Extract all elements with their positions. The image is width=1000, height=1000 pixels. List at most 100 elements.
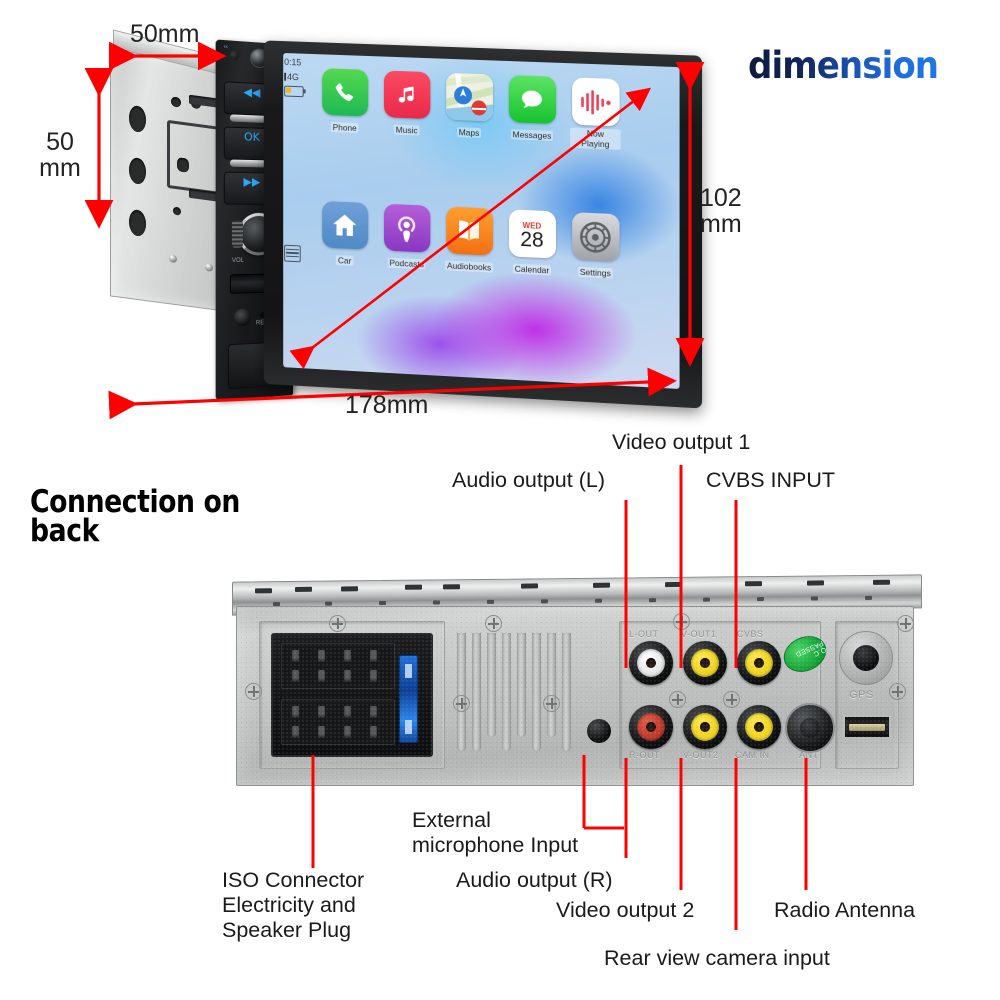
port-label-v-out2: V-OUT2 xyxy=(683,750,719,760)
app-label: Calendar xyxy=(512,263,552,276)
iso-row-a xyxy=(281,643,395,689)
qc-text: Q.C PASSED xyxy=(794,639,828,658)
app-row: Phone Music xyxy=(320,68,675,154)
callout-video-output-1: Video output 1 xyxy=(612,430,751,454)
status-network: 4G xyxy=(287,72,299,83)
signal-icon xyxy=(284,73,287,81)
app-label: Podcasts xyxy=(387,257,426,270)
app-label: Audiobooks xyxy=(445,260,494,273)
cage-bracket xyxy=(167,119,219,195)
iso-connector[interactable] xyxy=(271,633,433,757)
page-title: dimension xyxy=(748,44,939,87)
dimension-label-width: 50mm xyxy=(130,20,200,48)
app-messages[interactable]: Messages xyxy=(507,75,557,149)
chassis-screw xyxy=(453,695,470,712)
app-settings[interactable]: Settings xyxy=(570,212,620,281)
audio-output-right-jack[interactable] xyxy=(629,705,673,749)
menu-icon[interactable] xyxy=(284,244,301,262)
app-music[interactable]: Music xyxy=(382,70,431,144)
status-time: 0:15 xyxy=(284,56,302,68)
connection-heading: Connection on back xyxy=(30,484,240,550)
home-icon xyxy=(321,200,368,250)
callout-cvbs-input: CVBS INPUT xyxy=(706,468,836,492)
app-now-playing[interactable]: Now Playing xyxy=(570,77,621,151)
app-label: Music xyxy=(393,124,420,136)
dimension-label-depth: 50 mm xyxy=(39,128,81,182)
usb-port[interactable] xyxy=(843,715,891,739)
port-label-v-out1: V-OUT1 xyxy=(681,629,717,639)
message-bubble-icon xyxy=(508,75,556,124)
audio-output-left-jack[interactable] xyxy=(629,641,673,685)
rear-unit-photo: L-OUT V-OUT1 CVBS R-OUT V-OUT2 CAM IN AN… xyxy=(232,574,922,793)
callout-external-microphone: External microphone Input xyxy=(412,808,579,858)
gear-icon xyxy=(571,212,620,262)
chassis-screw xyxy=(897,615,914,632)
dimension-label-height: 102 mm xyxy=(700,184,742,238)
app-car[interactable]: Car xyxy=(320,200,369,269)
now-playing-icon xyxy=(571,77,620,127)
app-row: Car Podcasts xyxy=(320,200,675,284)
cage-hole xyxy=(129,156,146,186)
chassis-screw xyxy=(673,613,690,630)
callout-audio-output-r: Audio output (R) xyxy=(456,868,613,892)
dimension-label-length: 178mm xyxy=(345,391,429,419)
battery-icon xyxy=(284,85,304,97)
book-icon xyxy=(445,206,493,256)
callout-radio-antenna: Radio Antenna xyxy=(774,898,916,922)
maps-icon xyxy=(445,72,493,122)
app-grid: Phone Music xyxy=(320,68,675,289)
port-label-r-out: R-OUT xyxy=(629,750,660,760)
radio-antenna-port[interactable] xyxy=(785,703,835,753)
callout-rear-camera-input: Rear view camera input xyxy=(604,946,830,970)
video-output-1-jack[interactable] xyxy=(683,641,727,685)
cage-hole xyxy=(129,208,146,238)
calendar-date: 28 xyxy=(520,227,544,253)
gps-port[interactable] xyxy=(839,631,893,685)
panel-screw xyxy=(669,691,686,708)
chassis-screw xyxy=(329,615,346,632)
app-label: Now Playing xyxy=(570,127,621,150)
app-audiobooks[interactable]: Audiobooks xyxy=(444,206,494,274)
chassis-screw xyxy=(889,683,906,700)
status-bar: 0:15 4G xyxy=(284,57,313,373)
touchscreen[interactable]: 0:15 4G Phone xyxy=(283,52,680,389)
cage-hole xyxy=(129,104,146,134)
callout-iso-connector: ISO Connector Electricity and Speaker Pl… xyxy=(222,868,365,943)
gps-usb-recess xyxy=(835,621,899,769)
app-label: Car xyxy=(336,255,354,266)
chassis-screw xyxy=(543,695,560,712)
panel-screw xyxy=(723,691,740,708)
podcasts-icon xyxy=(383,203,430,253)
rear-chassis: L-OUT V-OUT1 CVBS R-OUT V-OUT2 CAM IN AN… xyxy=(236,606,914,786)
aux-jack[interactable] xyxy=(233,308,251,327)
app-label: Messages xyxy=(510,129,554,141)
video-output-2-jack[interactable] xyxy=(683,705,727,749)
chassis-screw xyxy=(245,683,262,700)
app-calendar[interactable]: WED 28 Calendar xyxy=(507,209,557,278)
iso-recess xyxy=(259,621,445,769)
port-label-gps: GPS xyxy=(849,689,874,701)
microphone-hole-icon xyxy=(229,50,239,61)
front-unit-photo: ‹‹ ◀◀ OK ▶▶ VOL RES 0:15 4G xyxy=(110,29,710,409)
app-label: Maps xyxy=(456,127,482,139)
cage-hole xyxy=(173,206,181,216)
rca-recess xyxy=(619,621,821,769)
app-podcasts[interactable]: Podcasts xyxy=(382,203,431,272)
app-label: Settings xyxy=(577,266,613,279)
rear-camera-input-jack[interactable] xyxy=(737,705,781,749)
calendar-icon: WED 28 xyxy=(508,209,556,259)
chassis-screw xyxy=(485,615,502,632)
app-maps[interactable]: Maps xyxy=(444,72,494,147)
heatsink xyxy=(455,627,587,757)
port-label-ant: ANT xyxy=(799,750,819,760)
cvbs-input-jack[interactable] xyxy=(737,641,781,685)
phone-icon xyxy=(321,68,368,117)
cage-screw xyxy=(169,254,177,264)
cage-hole xyxy=(171,96,181,108)
iso-row-b xyxy=(281,699,395,745)
qc-passed-sticker: Q.C PASSED xyxy=(777,629,833,679)
port-label-l-out: L-OUT xyxy=(629,629,659,639)
volume-label: VOL xyxy=(231,257,244,265)
external-microphone-jack[interactable] xyxy=(587,719,611,743)
app-phone[interactable]: Phone xyxy=(320,68,369,141)
